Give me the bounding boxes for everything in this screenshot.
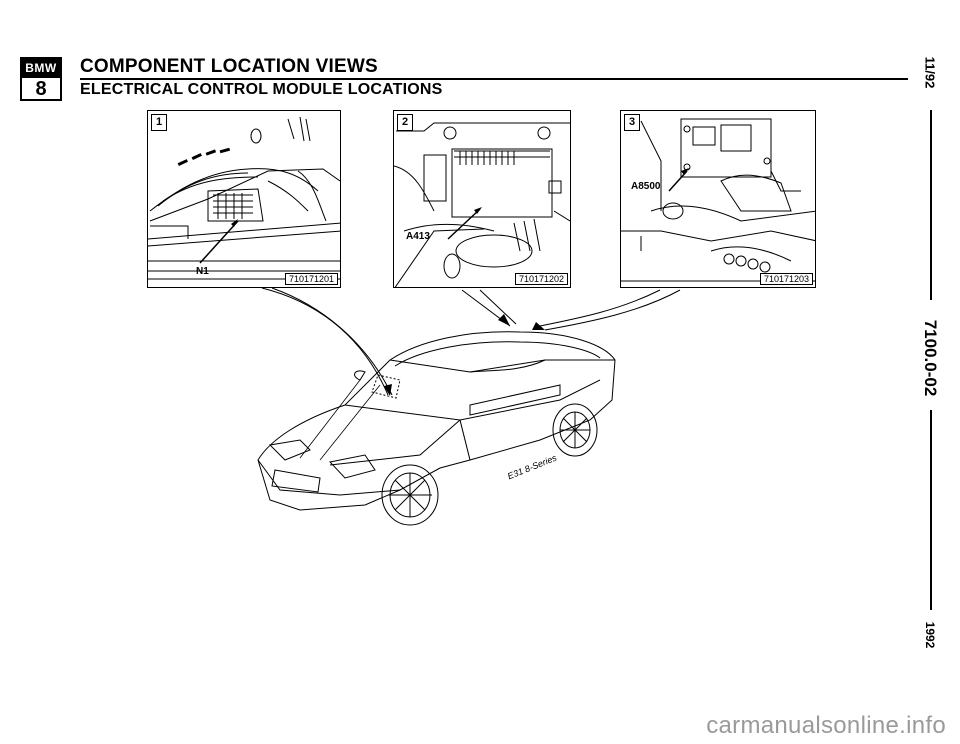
margin-date: 11/92: [922, 56, 938, 89]
margin-rule-top: [930, 110, 932, 300]
logo-series: 8: [35, 78, 47, 100]
figure-code: 710171203: [759, 273, 813, 285]
page-subtitle: ELECTRICAL CONTROL MODULE LOCATIONS: [80, 81, 443, 98]
bmw-8-logo: BMW 8: [20, 57, 62, 101]
car-model-badge: E31 8-Series: [506, 452, 559, 482]
logo-brand: BMW: [22, 59, 60, 78]
figure-code: 710171202: [514, 273, 568, 285]
margin-year: 1992: [923, 621, 937, 649]
panel-1-illustration: [148, 116, 340, 280]
figure-code: 710171201: [284, 273, 338, 285]
panel-3-illustration: [621, 118, 815, 282]
panel-callout-label: A413: [406, 231, 430, 242]
margin-page-code: 7100.0-02: [921, 319, 940, 397]
panel-number: 3: [624, 114, 640, 131]
margin-rule-bottom: [930, 410, 932, 610]
panel-callout-label: N1: [196, 266, 209, 277]
panel-number: 1: [151, 114, 167, 131]
title-rule: [80, 78, 908, 80]
panel-number: 2: [397, 114, 413, 131]
location-panel-1: 1 N1 710171201: [147, 110, 341, 288]
location-panel-2: 2 A413 710171202: [393, 110, 571, 288]
location-panel-3: 3 A8500 710171203: [620, 110, 816, 288]
page-title: COMPONENT LOCATION VIEWS: [80, 56, 378, 77]
watermark: carmanualsonline.info: [706, 712, 946, 739]
panel-callout-label: A8500: [631, 181, 661, 192]
panel-2-illustration: [394, 122, 570, 287]
